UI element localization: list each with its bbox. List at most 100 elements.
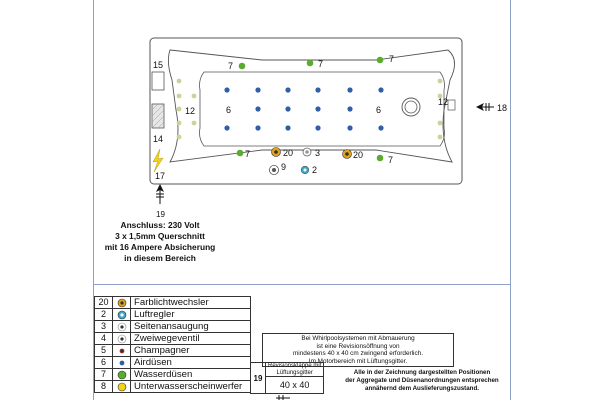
legend-label: Unterwasserscheinwerfer [130,380,251,393]
legend-table: 20 Farblichtwechsler 2 Luftregler 3 Seitenans… [94,296,251,393]
revision-flap-dimensions: 40 x 40 [264,376,325,394]
label-7-bottom-right: 7 [388,155,393,165]
water-jets [236,56,384,162]
legend-row: 7 Wasserdüsen [94,368,251,381]
connection-line-1: Anschluss: 230 Volt [120,220,200,230]
revision-flap-number: 19 [250,362,266,394]
legend-symbol [112,356,131,369]
air-regulator-icon [117,310,126,319]
air-regulator-2 [300,165,310,175]
legend-row: 8 Unterwasserscheinwerfer [94,380,251,393]
electric-hazard-icon [152,148,164,173]
legend-symbol [112,332,131,345]
legend-number: 2 [94,308,113,321]
label-7-bottom-left: 7 [245,149,250,159]
revision-notice: Bei Whirlpoolsystemen mit Abmauerung ist… [262,333,454,368]
legend-row: 3 Seitenansaugung [94,320,251,333]
label-17: 17 [155,171,165,181]
left-component-15 [151,71,165,91]
champagne-icon [119,348,124,353]
label-6-right: 6 [376,105,381,115]
disclaimer-line-3: annähernd dem Auslieferungszustand. [365,385,479,392]
legend-label: Seitenansaugung [130,320,251,333]
label-20-right: 20 [353,150,363,160]
legend-number: 8 [94,380,113,393]
disclaimer-line-1: Alle in der Zeichnung dargestellten Posi… [353,369,491,376]
left-component-14-hatch [151,103,165,129]
legend-label: Luftregler [130,308,251,321]
legend-number: 7 [94,368,113,381]
air-jets [224,87,384,131]
connection-label: Anschluss: 230 Volt 3 x 1,5mm Querschnit… [98,220,222,264]
label-20-left: 20 [283,148,293,158]
label-18: 18 [497,103,507,113]
label-14: 14 [153,134,163,144]
legend-symbol [112,296,131,309]
legend-number: 20 [94,296,113,309]
frame-divider [93,284,511,285]
label-15: 15 [153,60,163,70]
legend-number: 3 [94,320,113,333]
legend-symbol [112,320,131,333]
label-7-top-right: 7 [389,54,394,64]
legend-number: 6 [94,356,113,369]
label-19: 19 [156,210,165,219]
legend-label: Champagner [130,344,251,357]
underwater-light-icon [117,382,126,391]
revision-flap-title-line-1: Revisionsklappe mit [268,363,322,369]
disclaimer-line-2: der Aggregate und Düsenanordnungen entsp… [345,377,499,384]
arrow-19 [156,184,164,204]
legend-label: Farblichtwechsler [130,296,251,309]
label-2: 2 [312,165,317,175]
disclaimer: Alle in der Zeichnung dargestellten Posi… [338,369,506,393]
right-component-12 [447,99,456,111]
bottom-connector-marker [276,395,290,400]
notice-line-2: ist eine Revisionsöffnung von [316,342,400,350]
legend-label: Wasserdüsen [130,368,251,381]
drain-icon [404,100,418,114]
legend-row: 2 Luftregler [94,308,251,321]
legend-label: Zweiwegeventil [130,332,251,345]
legend-row: 6 Airdüsen [94,356,251,369]
two-way-valve-icon [117,334,126,343]
color-light-changers [271,147,352,159]
legend-symbol [112,380,131,393]
tub-basin [167,49,455,163]
air-jet-icon [119,360,124,365]
frame-right-border [510,0,511,400]
legend-row: 4 Zweiwegeventil [94,332,251,345]
legend-number: 5 [94,344,113,357]
side-suction-icon [117,322,126,331]
revision-flap-box: 19 Revisionsklappe mit Lüftungsgitter 40… [250,362,325,394]
frame-left-border [93,0,94,400]
water-jet-icon [117,370,126,379]
connection-line-3: mit 16 Ampere Absicherung [104,242,216,252]
legend-symbol [112,344,131,357]
revision-flap-title: Revisionsklappe mit Lüftungsgitter [264,362,325,377]
label-7-top-middle: 7 [318,59,323,69]
notice-line-4: Im Motorbereich mit Lüftungsgitter. [308,357,408,365]
legend-number: 4 [94,332,113,345]
legend-label: Airdüsen [130,356,251,369]
label-12-left: 12 [185,106,195,116]
label-7-top-left: 7 [228,61,233,71]
legend-symbol [112,308,131,321]
label-3: 3 [315,148,320,158]
revision-flap-title-line-2: Lüftungsgitter [276,369,313,376]
component-9 [268,164,279,175]
notice-line-3: mindestens 40 x 40 cm zwingend erforderl… [292,350,423,358]
color-light-changer-icon [117,298,126,307]
side-suction-3 [302,147,312,157]
tub-floor [199,71,445,147]
notice-line-1: Bei Whirlpoolsystemen mit Abmauerung [301,335,415,342]
arrow-18 [476,103,494,111]
label-6-left: 6 [226,105,231,115]
legend-row: 20 Farblichtwechsler [94,296,251,309]
head-jets [176,78,443,140]
label-9: 9 [281,162,286,172]
legend-symbol [112,368,131,381]
connection-line-2: 3 x 1,5mm Querschnitt [115,231,205,241]
tub-outline [149,37,463,185]
legend-row: 5 Champagner [94,344,251,357]
